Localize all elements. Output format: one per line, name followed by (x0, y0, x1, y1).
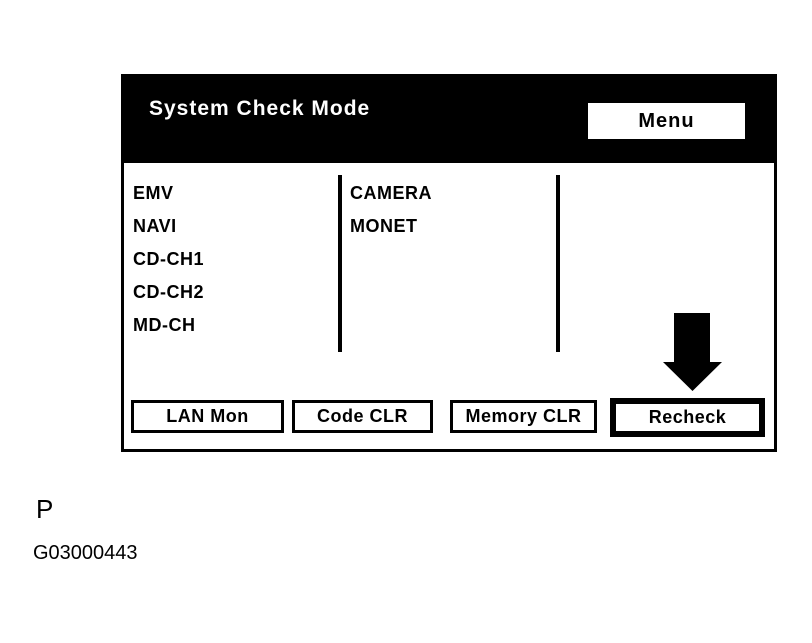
device-list-column-2: CAMERA MONET (350, 177, 432, 243)
figure-id: G03000443 (33, 542, 138, 564)
device-item: CD-CH2 (133, 282, 205, 302)
down-arrow-icon (663, 313, 722, 391)
device-item: NAVI (133, 216, 177, 236)
recheck-button[interactable]: Recheck (610, 398, 765, 437)
device-item: CAMERA (350, 183, 432, 203)
menu-button[interactable]: Menu (588, 103, 745, 139)
device-item: MD-CH (133, 315, 196, 335)
lan-mon-button[interactable]: LAN Mon (131, 400, 284, 433)
device-item: CD-CH1 (133, 249, 205, 269)
device-item: EMV (133, 183, 174, 203)
code-clr-button[interactable]: Code CLR (292, 400, 433, 433)
column-divider (556, 175, 560, 352)
figure-panel-label: P (36, 494, 54, 524)
system-check-screen: System Check Mode Menu EMV NAVI CD-CH1 C… (121, 74, 777, 452)
device-item: MONET (350, 216, 418, 236)
device-list-column-1: EMV NAVI CD-CH1 CD-CH2 MD-CH (133, 177, 204, 342)
memory-clr-button[interactable]: Memory CLR (450, 400, 597, 433)
column-divider (338, 175, 342, 352)
page-title: System Check Mode (149, 97, 371, 120)
screen-header: System Check Mode Menu (124, 77, 774, 163)
screen-content: EMV NAVI CD-CH1 CD-CH2 MD-CH CAMERA MONE… (124, 163, 774, 449)
